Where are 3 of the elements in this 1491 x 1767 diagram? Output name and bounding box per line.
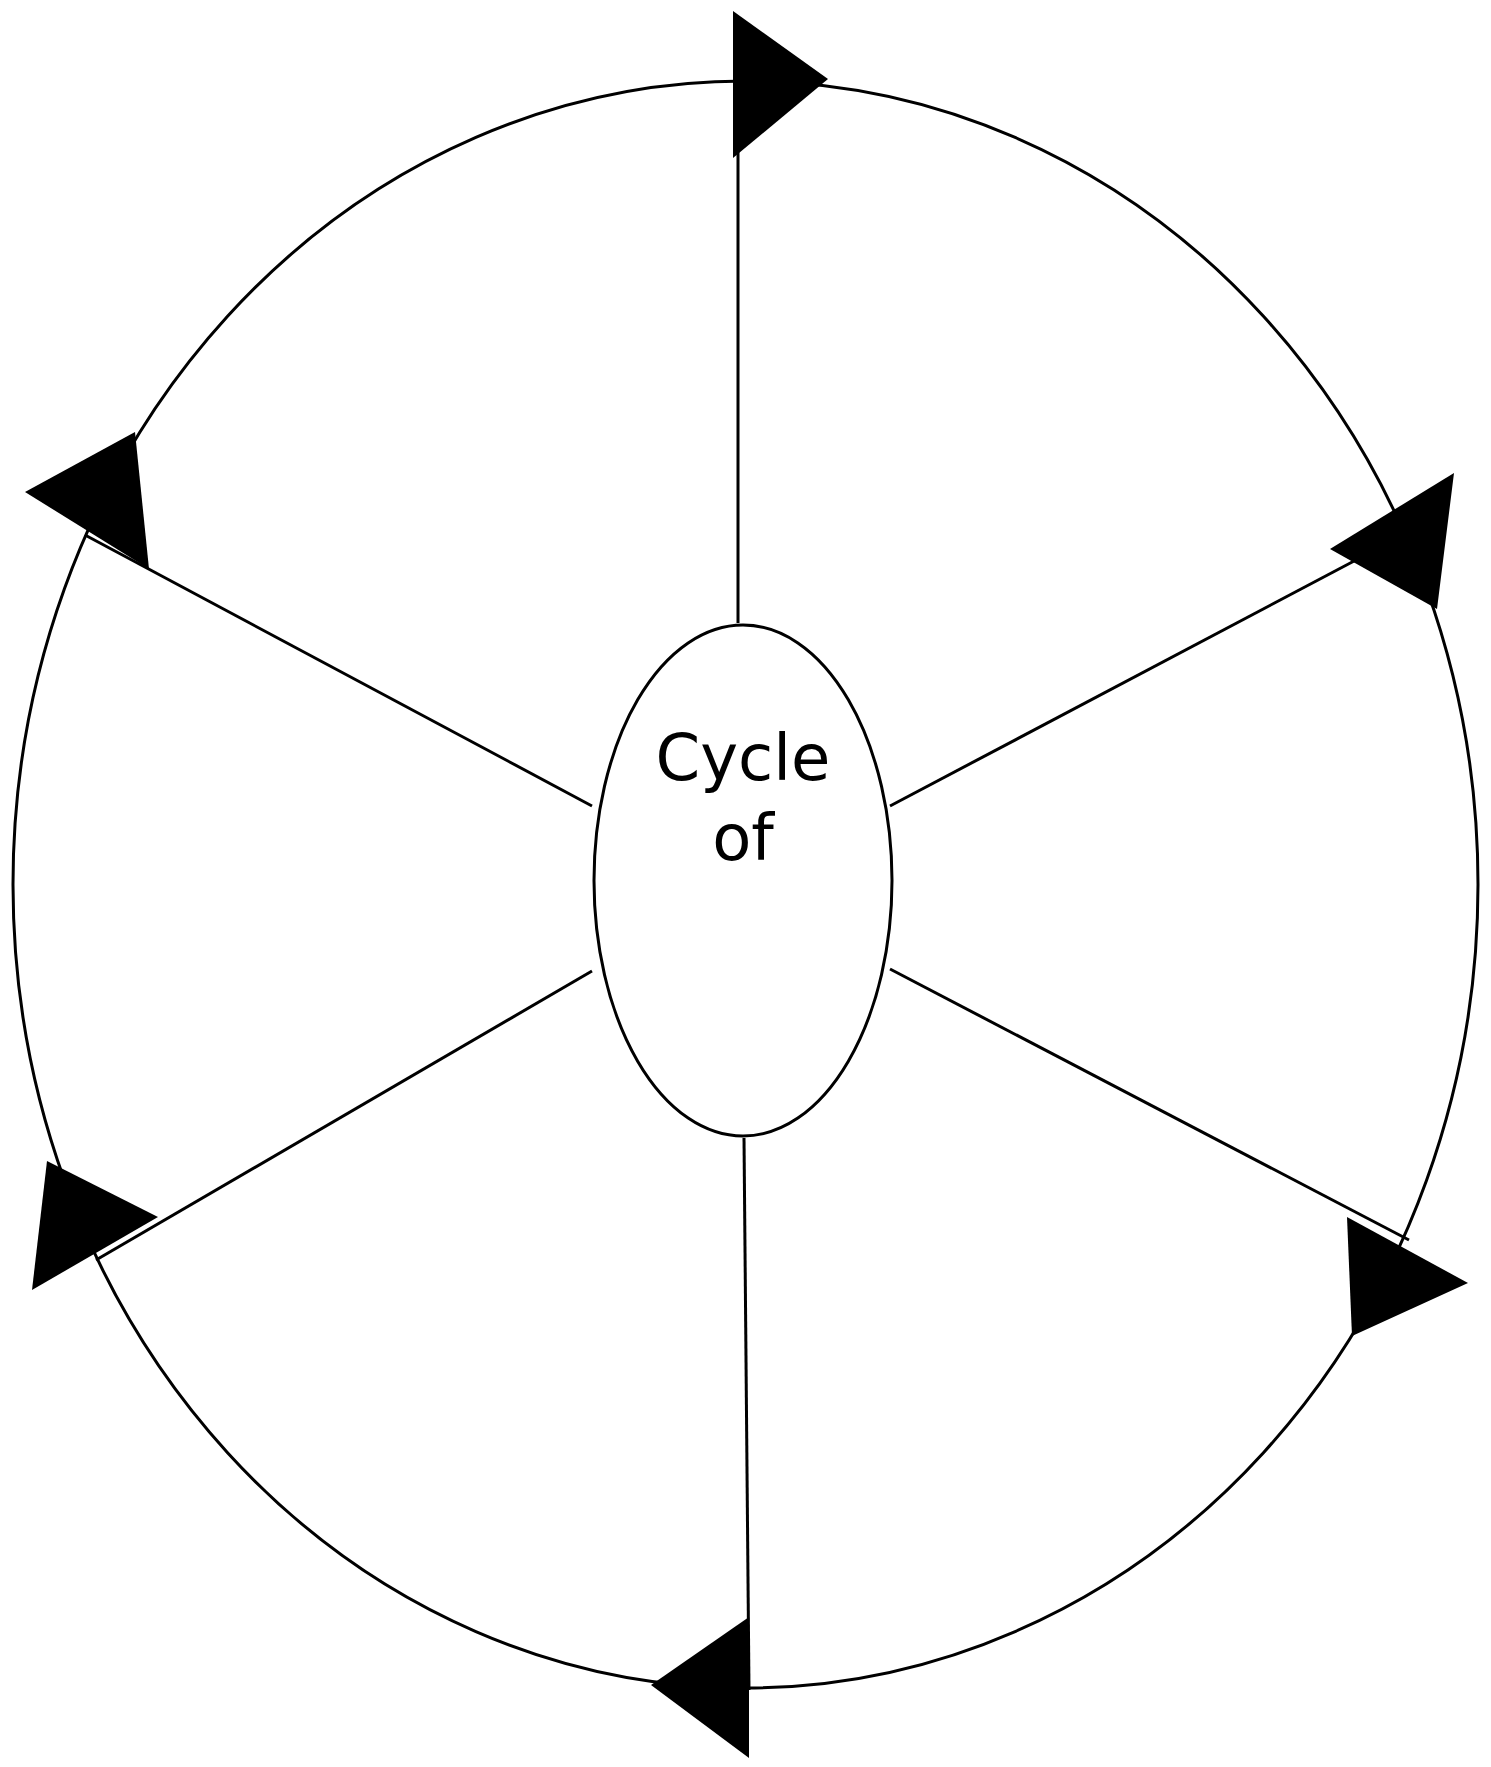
center-title: Cycle of (654, 720, 832, 877)
cycle-ring (11, 79, 1480, 1690)
center-oval (592, 623, 894, 1138)
